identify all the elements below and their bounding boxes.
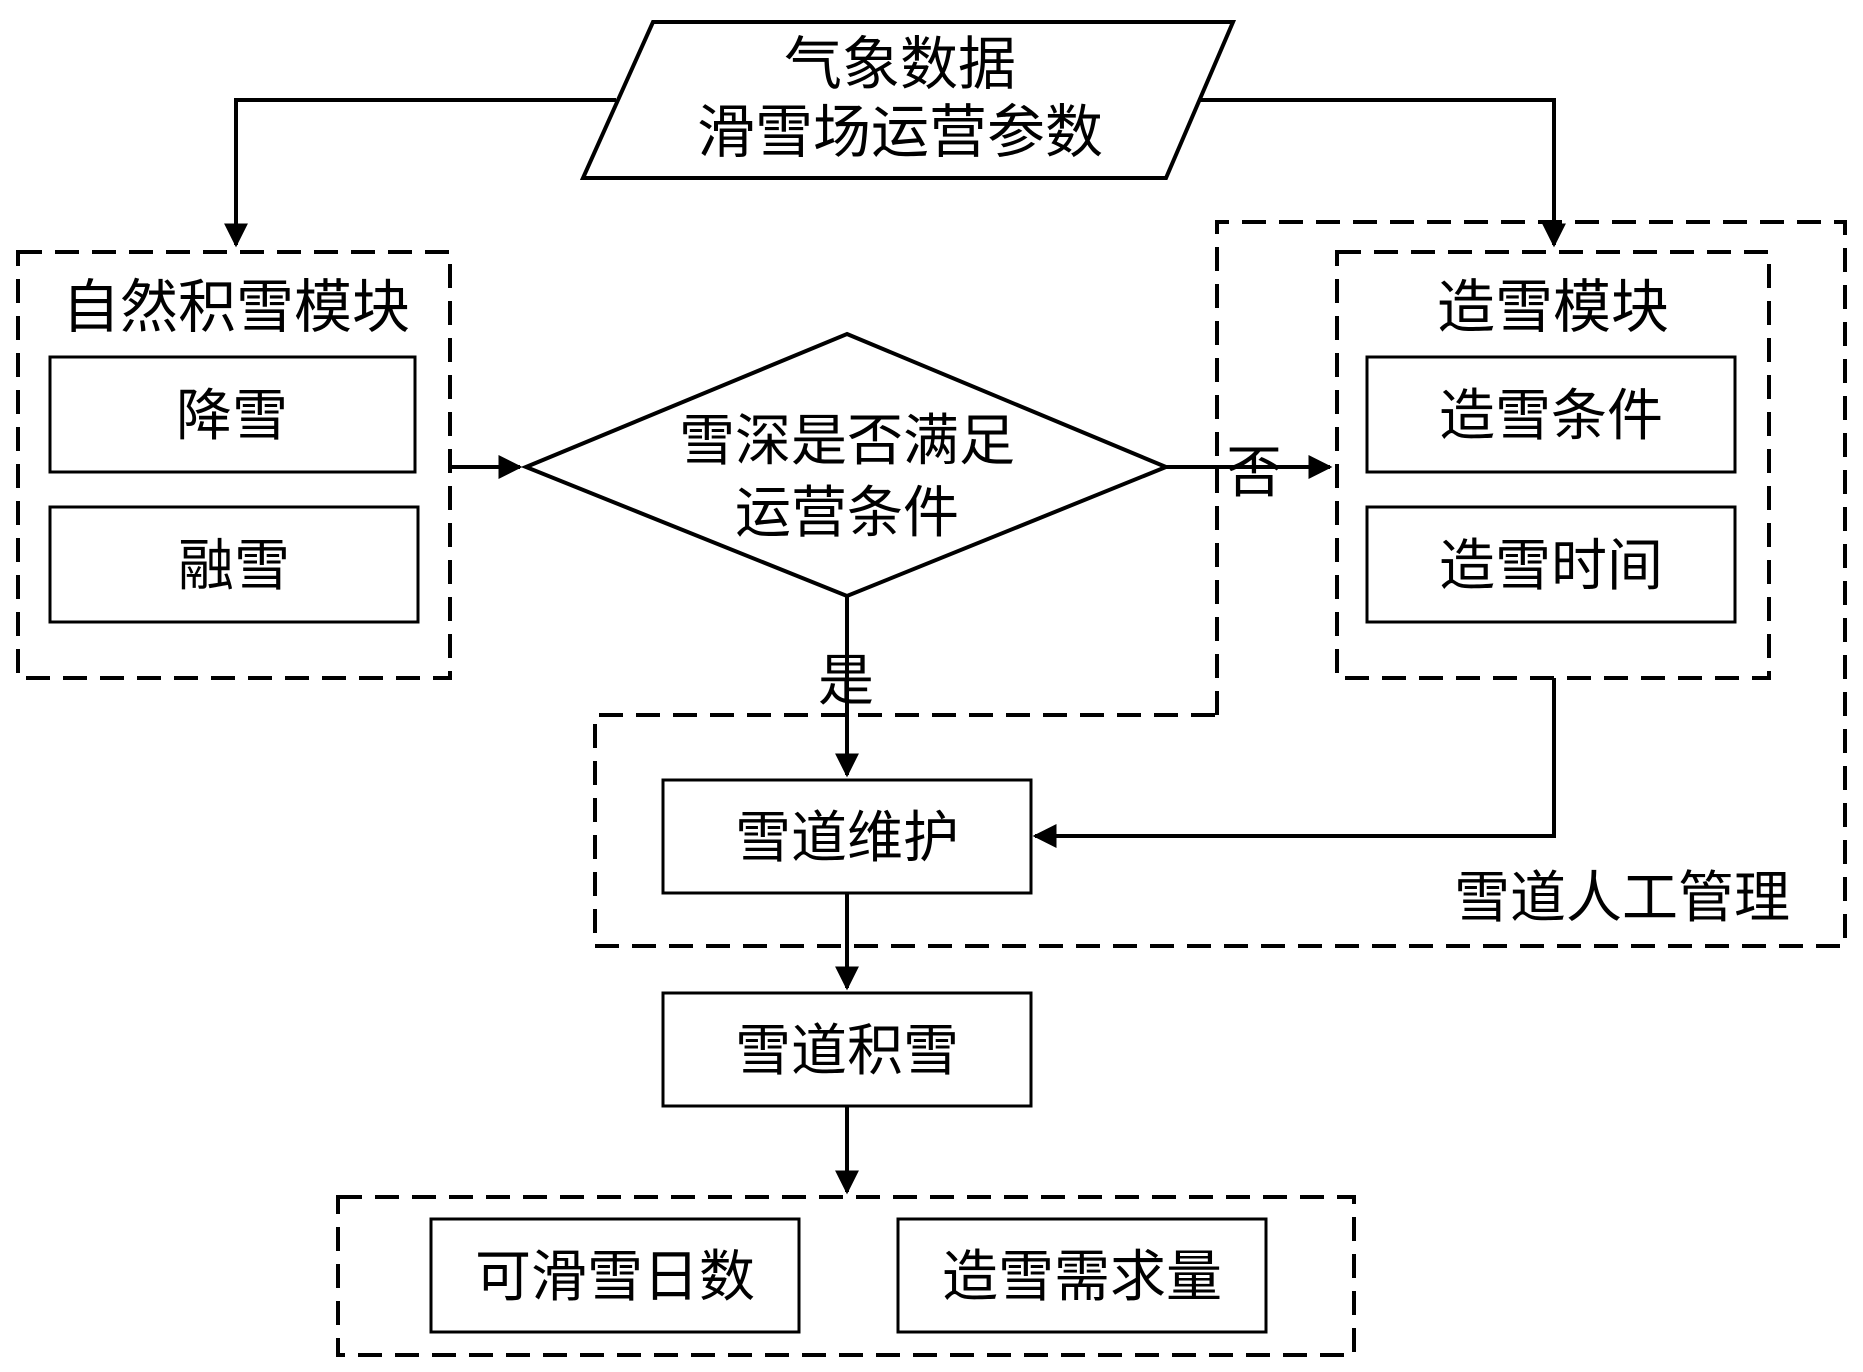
output-box-0 xyxy=(429,1217,801,1334)
decision-line-2: 运营条件 xyxy=(735,481,959,546)
output-1: 造雪需求量 xyxy=(942,1245,1222,1310)
manual-management-frame xyxy=(593,220,1847,948)
input-line-1: 气象数据 xyxy=(784,30,1016,98)
outputs-frame xyxy=(336,1195,1356,1357)
decision-no-label: 否 xyxy=(1226,441,1282,506)
manual-management-title: 雪道人工管理 xyxy=(1454,866,1790,931)
edge-input-to-snowmaking xyxy=(1200,98,1566,248)
accumulation-label: 雪道积雪 xyxy=(735,1019,959,1084)
snowmaking-item-1: 造雪时间 xyxy=(1439,534,1663,599)
output-0: 可滑雪日数 xyxy=(475,1245,755,1310)
snowmaking-item-0: 造雪条件 xyxy=(1439,384,1663,449)
decision-line-1: 雪深是否满足 xyxy=(679,409,1015,474)
output-box-1 xyxy=(896,1217,1268,1334)
maintenance-label: 雪道维护 xyxy=(735,806,959,871)
decision-yes-label: 是 xyxy=(818,649,874,714)
edge-snowmaking-to-maintenance xyxy=(1032,678,1556,848)
input-line-2: 滑雪场运营参数 xyxy=(697,98,1103,166)
natural-item-0: 降雪 xyxy=(176,384,288,449)
natural-item-box-1 xyxy=(48,505,420,624)
edge-input-to-natural xyxy=(224,98,616,248)
snowmaking-item-box-1 xyxy=(1365,505,1737,624)
snowmaking-module-title: 造雪模块 xyxy=(1437,273,1669,341)
natural-module-title: 自然积雪模块 xyxy=(62,273,410,341)
input-parallelogram xyxy=(579,20,1237,180)
snowmaking-item-box-0 xyxy=(1365,355,1737,474)
natural-item-box-0 xyxy=(48,355,417,474)
natural-item-1: 融雪 xyxy=(178,534,290,599)
